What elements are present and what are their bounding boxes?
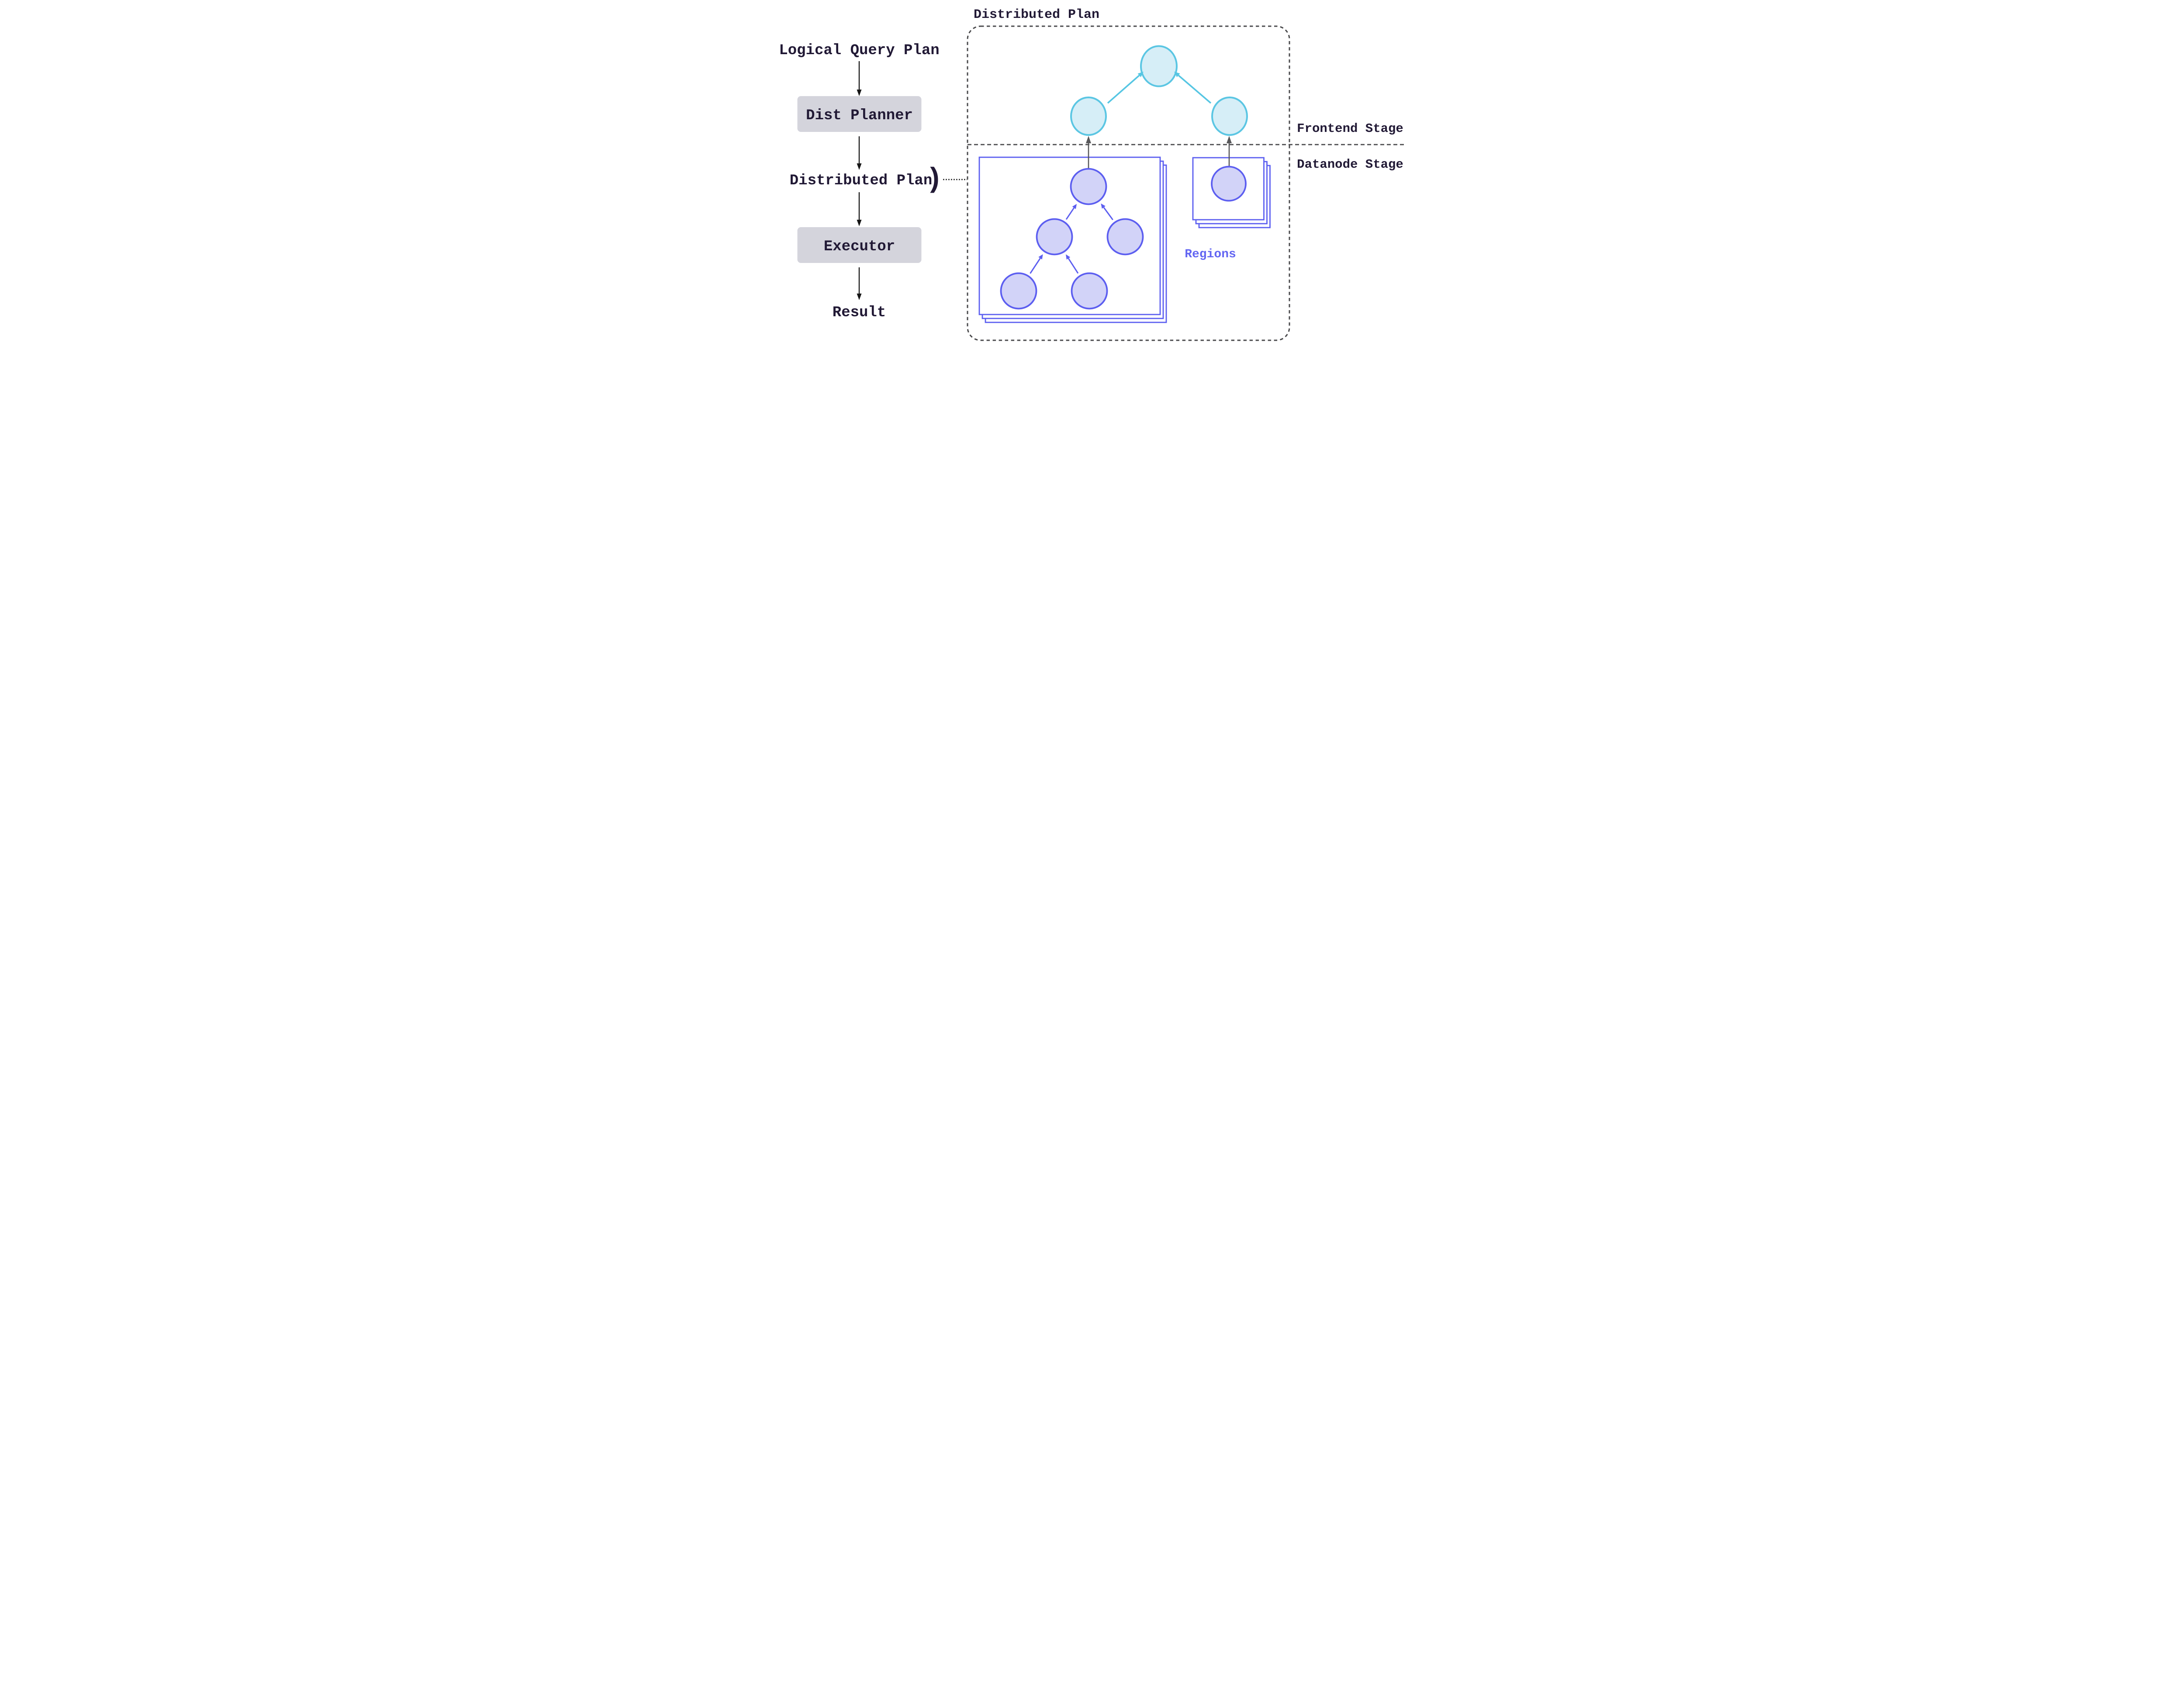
- datanode-arrow: [1103, 207, 1113, 221]
- stage-arrows: [1086, 136, 1232, 169]
- executor-label: Executor: [824, 239, 895, 255]
- frontend-node-left: [1070, 97, 1107, 136]
- datanode-node-mid-right: [1106, 218, 1144, 256]
- datanode-node-mid-left: [1036, 218, 1073, 256]
- diagram-svg: Logical Query Plan Dist Planner Distribu…: [779, 7, 1406, 341]
- brace-icon: ): [926, 164, 943, 196]
- diagram-canvas: Logical Query Plan Dist Planner Distribu…: [773, 0, 1411, 342]
- dist-planner-label: Dist Planner: [806, 107, 913, 124]
- frontend-node-root: [1140, 45, 1178, 87]
- datanode-node-root: [1070, 168, 1107, 205]
- down-arrowhead-icon: [857, 220, 862, 226]
- dist-planner-box: [797, 96, 922, 132]
- distributed-plan-title: Distributed Plan: [974, 7, 1099, 22]
- left-flowchart: Logical Query Plan Dist Planner Distribu…: [779, 42, 967, 321]
- down-arrowhead-icon: [857, 90, 862, 96]
- datanode-node-leaf-right: [1071, 272, 1108, 310]
- executor-box: [797, 227, 922, 263]
- datanode-node-right: [1211, 166, 1247, 202]
- datanode-arrow: [1068, 258, 1079, 274]
- datanode-node-leaf-left: [1000, 272, 1037, 310]
- frontend-arrow-right: [1178, 75, 1212, 104]
- frontend-stage-label: Frontend Stage: [1297, 121, 1403, 136]
- datanode-tree: [1000, 168, 1144, 310]
- datanode-arrow: [1065, 207, 1075, 220]
- frontend-tree: [1070, 45, 1248, 136]
- datanode-arrowhead-icon: [1066, 254, 1071, 260]
- frontend-node-right: [1211, 97, 1248, 136]
- stage-arrowhead-icon: [1227, 136, 1232, 143]
- datanode-stage-label: Datanode Stage: [1297, 157, 1403, 172]
- datanode-arrow: [1030, 258, 1041, 274]
- frontend-arrowhead-icon: [1137, 72, 1144, 77]
- datanode-arrowhead-icon: [1038, 254, 1043, 259]
- datanode-arrowhead-icon: [1101, 203, 1106, 209]
- datanode-arrowhead-icon: [1072, 204, 1077, 209]
- logical-query-plan-label: Logical Query Plan: [779, 42, 939, 59]
- distributed-plan-label: Distributed Plan: [790, 173, 932, 189]
- regions-label: Regions: [1185, 248, 1236, 261]
- frontend-arrow-left: [1107, 75, 1140, 104]
- frontend-arrowhead-icon: [1174, 72, 1180, 77]
- stage-arrowhead-icon: [1086, 136, 1091, 143]
- result-label: Result: [833, 304, 886, 321]
- distributed-plan-detail: Distributed Plan Frontend Stage Datanode…: [967, 7, 1406, 341]
- down-arrowhead-icon: [857, 163, 862, 170]
- down-arrowhead-icon: [857, 294, 862, 300]
- distributed-plan-container: [967, 25, 1290, 341]
